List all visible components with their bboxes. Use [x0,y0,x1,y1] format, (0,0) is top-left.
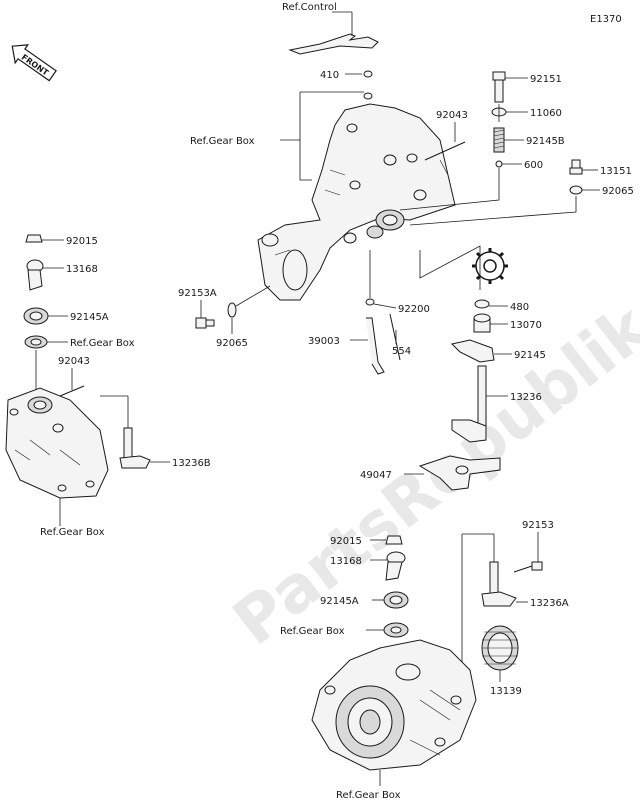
part-seal-left [24,335,68,349]
part-92015-left [25,234,64,243]
part-13070 [473,313,508,333]
part-600 [495,160,522,168]
part-11060 [491,107,528,117]
part-49047-fork [404,455,501,491]
part-92200 [365,250,397,309]
part-92145A-bottom [372,591,409,609]
label-92153A: 92153A [178,288,217,299]
label-ref-gear-box-1: Ref.Gear Box [190,136,255,147]
label-92015-bottom: 92015 [330,536,362,547]
label-13168-bottom: 13168 [330,556,362,567]
part-92145 [451,339,512,363]
part-92153A [195,300,215,329]
label-13168-left: 13168 [66,264,98,275]
part-92145A-left [23,307,68,325]
part-92015-bottom [370,535,403,545]
label-92015-left: 92015 [66,236,98,247]
label-ref-gear-box-5: Ref.Gear Box [336,790,401,800]
part-13168-bottom [370,551,406,581]
label-ref-gear-box-4: Ref.Gear Box [280,626,345,637]
upper-gear-box-housing [257,92,456,301]
diagram-code: E1370 [590,14,622,25]
lower-gear-box-housing [311,534,477,771]
part-92151 [492,71,528,103]
label-92145A-bottom: 92145A [320,596,359,607]
label-39003: 39003 [308,336,340,347]
part-13236A [462,533,528,607]
label-554: 554 [392,346,411,357]
label-92043-top: 92043 [436,110,468,121]
label-ref-control: Ref.Control [282,2,337,13]
label-92065-mid: 92065 [216,338,248,349]
label-ref-gear-box-3: Ref.Gear Box [40,527,105,538]
label-13236: 13236 [510,392,542,403]
gear-icon [472,248,508,284]
watermark: PartsRepublik [220,290,640,660]
label-92145: 92145 [514,350,546,361]
part-480 [474,299,508,309]
part-92065-mid [227,285,271,334]
label-49047: 49047 [360,470,392,481]
part-92145B [493,127,524,153]
label-13139: 13139 [490,686,522,697]
part-13151 [569,159,598,175]
left-gear-box-housing [5,387,109,499]
part-92153 [513,532,543,573]
label-13070: 13070 [510,320,542,331]
label-92151: 92151 [530,74,562,85]
label-13236A: 13236A [530,598,569,609]
label-92145B: 92145B [526,136,565,147]
front-arrow-icon: FRONT [11,44,57,82]
part-13236 [451,365,508,443]
label-13236B: 13236B [172,458,211,469]
part-seal-bottom [366,622,409,638]
label-92065-right: 92065 [602,186,634,197]
label-480: 480 [510,302,529,313]
label-600: 600 [524,160,543,171]
part-13236B [100,395,170,469]
control-bracket [288,11,379,55]
part-39003-rod [350,313,401,375]
label-92145A-left: 92145A [70,312,109,323]
label-ref-gear-box-2: Ref.Gear Box [70,338,135,349]
part-410 [345,70,373,78]
label-410: 410 [320,70,339,81]
label-92043-left: 92043 [58,356,90,367]
label-92153: 92153 [522,520,554,531]
part-92065-right [409,185,600,226]
label-13151: 13151 [600,166,632,177]
label-92200: 92200 [398,304,430,315]
part-13168-left [26,259,64,291]
label-11060: 11060 [530,108,562,119]
part-13139-gear [481,625,519,682]
